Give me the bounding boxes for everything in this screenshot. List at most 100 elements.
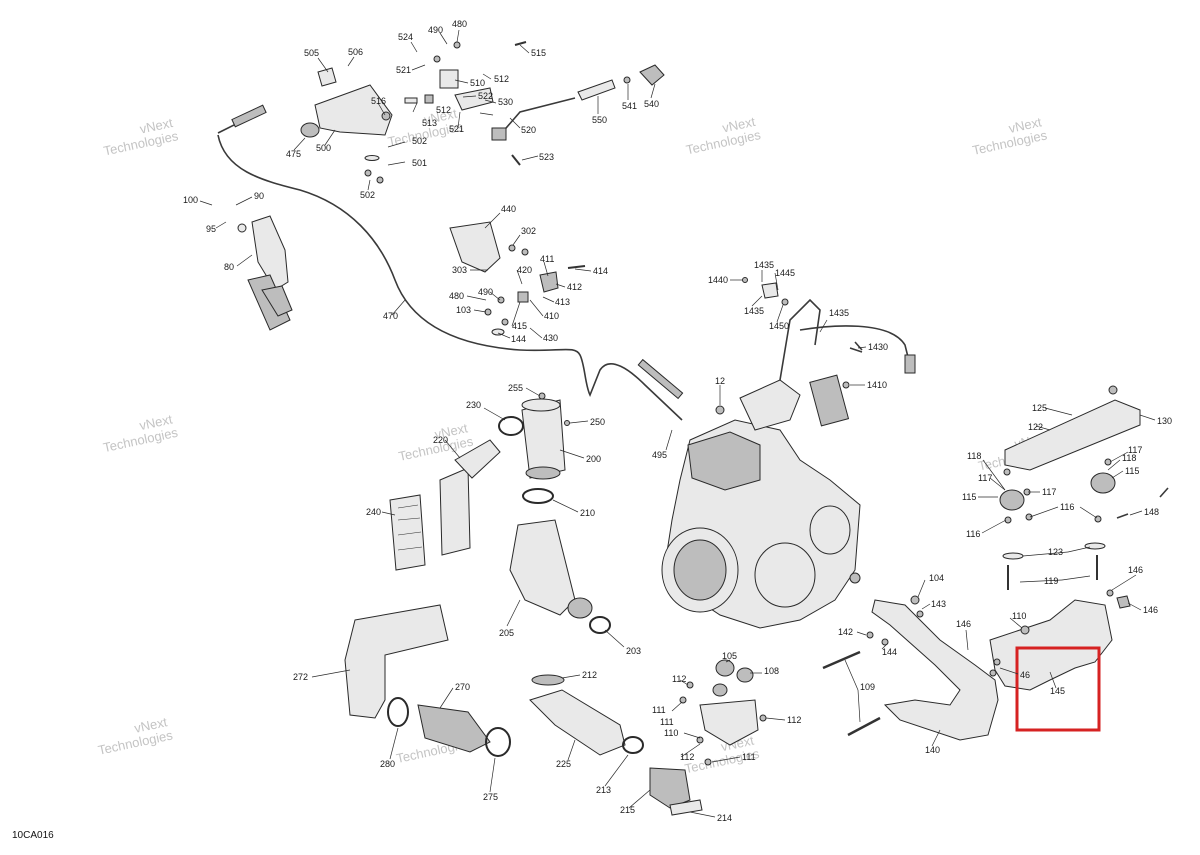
callout-530: 530 (498, 97, 513, 107)
callout-490: 490 (428, 25, 443, 35)
callout-117: 117 (1042, 487, 1056, 497)
callout-270: 270 (455, 682, 470, 692)
callout-412: 412 (567, 282, 582, 292)
callout-430: 430 (543, 333, 558, 343)
cable-spring (637, 358, 684, 400)
callout-522: 522 (478, 91, 493, 101)
watermark-text: vNext (1007, 114, 1043, 136)
callout-515: 515 (531, 48, 546, 58)
callout-420: 420 (517, 265, 532, 275)
callout-502: 502 (412, 136, 427, 146)
callout-125: 125 (1032, 403, 1047, 413)
callout-122: 122 (1028, 422, 1043, 432)
callout-275: 275 (483, 792, 498, 802)
callout-12: 12 (715, 376, 725, 386)
air-intake-system (389, 392, 611, 634)
callout-410: 410 (544, 311, 559, 321)
callout-500: 500 (316, 143, 331, 153)
callout-112: 112 (680, 752, 694, 762)
callout-255: 255 (508, 383, 523, 393)
callout-200: 200 (586, 454, 601, 464)
callout-144: 144 (511, 334, 526, 344)
callout-490: 490 (478, 287, 493, 297)
callout-1435: 1435 (829, 308, 849, 318)
callout-110: 110 (1012, 611, 1026, 621)
callout-144: 144 (882, 647, 897, 657)
callout-524: 524 (398, 32, 413, 42)
callout-502: 502 (360, 190, 375, 200)
callout-506: 506 (348, 47, 363, 57)
callout-210: 210 (580, 508, 595, 518)
callout-230: 230 (466, 400, 481, 410)
callout-145: 145 (1050, 686, 1065, 696)
diagram-code: 10CA016 (12, 830, 54, 841)
callout-413: 413 (555, 297, 570, 307)
callout-240: 240 (366, 507, 381, 517)
engine-mount-145 (989, 589, 1131, 691)
callout-118: 118 (1122, 453, 1136, 463)
callout-470: 470 (383, 311, 398, 321)
callout-110: 110 (664, 728, 678, 738)
callout-105: 105 (722, 651, 737, 661)
callout-505: 505 (304, 48, 319, 58)
callout-80: 80 (224, 262, 234, 272)
watermark-text: vNext (423, 106, 459, 128)
callout-115: 115 (1125, 466, 1139, 476)
callout-116: 116 (966, 529, 980, 539)
callout-541: 541 (622, 101, 637, 111)
callout-1435: 1435 (744, 306, 764, 316)
engine-block (661, 298, 916, 629)
callout-1450: 1450 (769, 321, 789, 331)
callout-146: 146 (1128, 565, 1143, 575)
callout-520: 520 (521, 125, 536, 135)
leader-lines (199, 29, 1156, 818)
callout-213: 213 (596, 785, 611, 795)
callout-148: 148 (1144, 507, 1159, 517)
watermark-text: vNext (138, 115, 174, 137)
callout-203: 203 (626, 646, 641, 656)
callout-1430: 1430 (868, 342, 888, 352)
watermark-text: vNext (433, 420, 469, 442)
callout-111: 111 (742, 752, 756, 762)
callout-550: 550 (592, 115, 607, 125)
callout-116: 116 (1060, 502, 1074, 512)
callout-214: 214 (717, 813, 732, 823)
callout-90: 90 (254, 191, 264, 201)
callout-521: 521 (449, 124, 464, 134)
gas-pedal-assembly (237, 215, 293, 331)
callout-146: 146 (1143, 605, 1158, 615)
callout-495: 495 (652, 450, 667, 460)
callout-220: 220 (433, 435, 448, 445)
exhaust-ducts (344, 604, 703, 816)
callout-104: 104 (929, 573, 944, 583)
cross-member (999, 385, 1169, 590)
callout-513: 513 (422, 118, 437, 128)
callout-272: 272 (293, 672, 308, 682)
callout-512: 512 (494, 74, 509, 84)
bracket-440 (449, 221, 586, 336)
callout-123: 123 (1048, 547, 1063, 557)
callout-302: 302 (521, 226, 536, 236)
callout-225: 225 (556, 759, 571, 769)
cable-ferrule (231, 104, 267, 128)
callout-117: 117 (1128, 445, 1142, 455)
callout-112: 112 (787, 715, 801, 725)
callout-501: 501 (412, 158, 427, 168)
callout-140: 140 (925, 745, 940, 755)
engine-hardware (742, 277, 863, 389)
throttle-cable (217, 134, 683, 421)
callout-118: 118 (967, 451, 981, 461)
shifter-lever (491, 64, 665, 141)
highlight-box-145 (1015, 646, 1101, 732)
callout-111: 111 (652, 705, 666, 715)
callout-1410: 1410 (867, 380, 887, 390)
callout-411: 411 (540, 254, 554, 264)
callout-250: 250 (590, 417, 605, 427)
callout-540: 540 (644, 99, 659, 109)
callout-1440: 1440 (708, 275, 728, 285)
callout-215: 215 (620, 805, 635, 815)
callout-112: 112 (672, 674, 686, 684)
callout-510: 510 (470, 78, 485, 88)
callout-100: 100 (183, 195, 198, 205)
